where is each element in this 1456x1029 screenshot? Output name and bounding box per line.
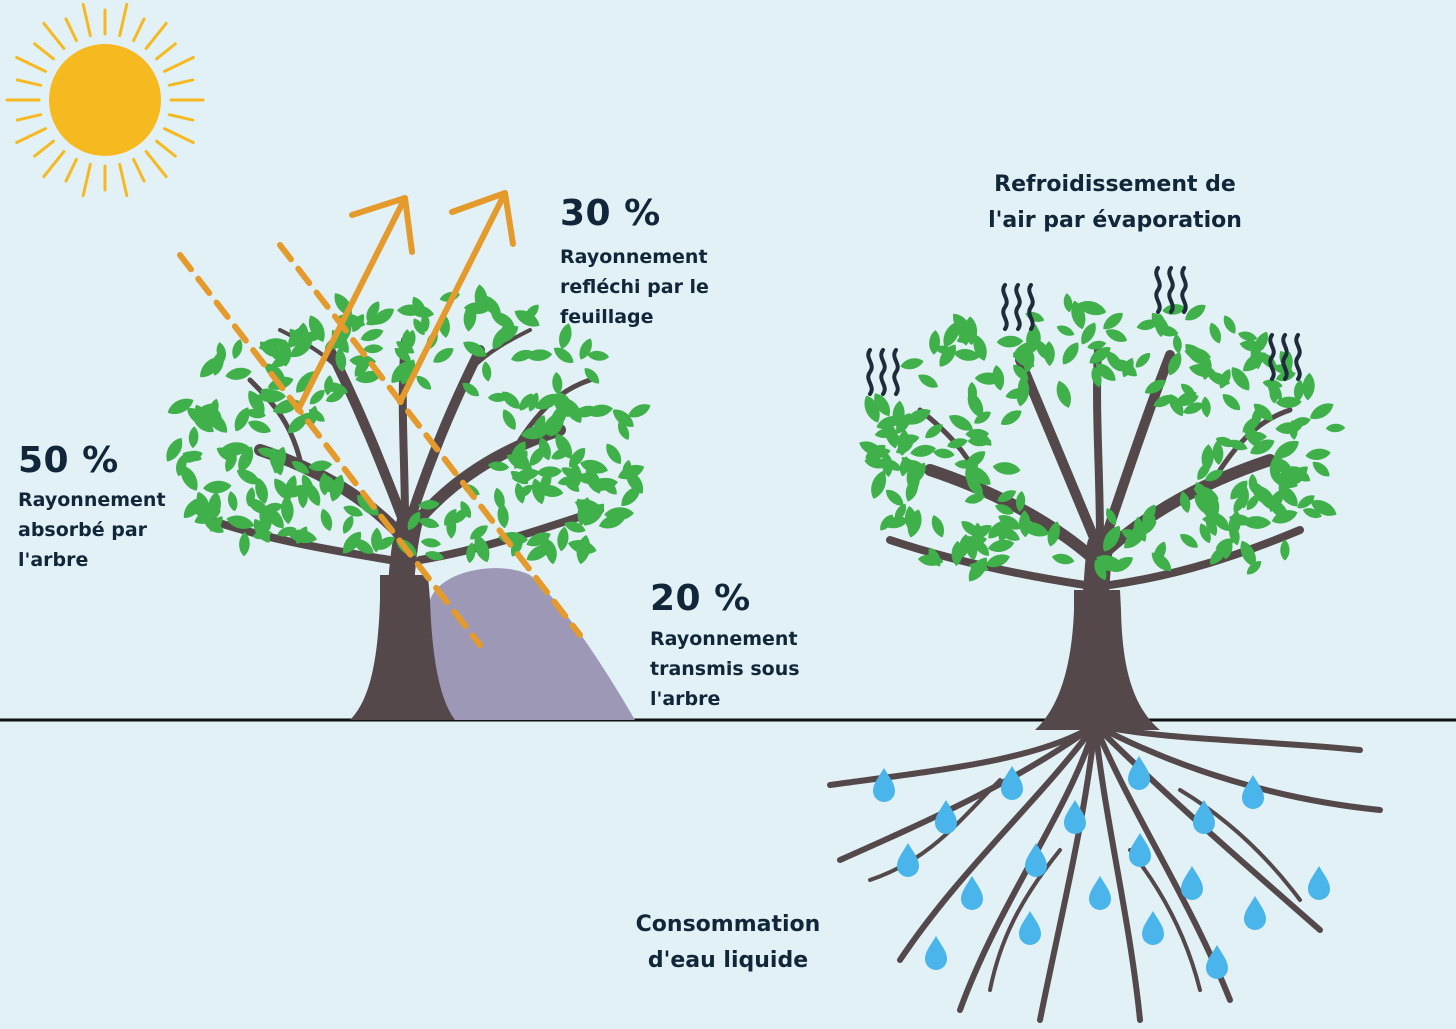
sun-ray bbox=[81, 162, 92, 198]
sun-ray bbox=[155, 139, 177, 158]
vapor-line bbox=[1180, 266, 1188, 314]
transmitted-line: Rayonnement bbox=[650, 628, 798, 650]
root bbox=[827, 722, 1098, 788]
root bbox=[837, 722, 1098, 863]
sun-ray bbox=[33, 42, 55, 61]
left-tree bbox=[162, 283, 653, 720]
sun-ray bbox=[64, 157, 78, 183]
tree-shadow bbox=[430, 568, 635, 720]
transmitted-description: Rayonnement transmis sous l'arbre bbox=[650, 624, 800, 714]
reflected-line: feuillage bbox=[560, 306, 654, 328]
left-tree-trunk bbox=[350, 575, 455, 720]
sun-ray bbox=[118, 2, 129, 38]
vapor-wave-icon bbox=[1268, 333, 1302, 381]
right-tree-trunk bbox=[1035, 590, 1160, 730]
ray-absorbed bbox=[177, 252, 483, 648]
vapor-line bbox=[1001, 283, 1009, 331]
root bbox=[1092, 722, 1383, 813]
vapor-wave-icon bbox=[866, 348, 900, 396]
sun-ray bbox=[167, 113, 195, 122]
root bbox=[1128, 848, 1202, 992]
root bbox=[1092, 722, 1143, 1023]
cooling-heading: Refroidissement de l'air par évaporation bbox=[950, 167, 1280, 239]
absorbed-description: Rayonnement absorbé par l'arbre bbox=[18, 485, 166, 575]
water-line: Consommation bbox=[635, 912, 821, 937]
vapor-line bbox=[1294, 333, 1302, 381]
absorbed-line: absorbé par bbox=[18, 519, 148, 541]
sun-ray bbox=[15, 78, 43, 87]
reflected-line: refléchi par le bbox=[560, 276, 709, 298]
sun-ray bbox=[144, 150, 168, 179]
sun-ray bbox=[81, 2, 92, 38]
root bbox=[897, 722, 1098, 963]
sun-ray bbox=[15, 127, 48, 145]
sun-ray bbox=[42, 150, 66, 179]
sun-ray bbox=[155, 42, 177, 61]
vapor-line bbox=[866, 348, 874, 396]
arrow-up-right-icon bbox=[295, 195, 415, 413]
water-line: d'eau liquide bbox=[647, 948, 809, 973]
vapor-line bbox=[1154, 266, 1162, 314]
sun-disc bbox=[49, 44, 161, 156]
sun-ray bbox=[132, 17, 146, 43]
radiation-rays bbox=[177, 242, 583, 648]
sun-ray bbox=[162, 127, 195, 145]
reflected-line: Rayonnement bbox=[560, 246, 708, 268]
sun-ray bbox=[118, 162, 129, 198]
reflected-percent: 30 % bbox=[560, 193, 661, 234]
vapor-wave-icon bbox=[1001, 283, 1035, 331]
vapor-line bbox=[879, 348, 887, 396]
absorbed-line: Rayonnement bbox=[18, 489, 166, 511]
cooling-line: l'air par évaporation bbox=[988, 208, 1242, 233]
arrow-up-right-icon bbox=[397, 190, 516, 405]
vapor-line bbox=[1167, 266, 1175, 314]
vapor-group bbox=[866, 266, 1302, 396]
vapor-line bbox=[1027, 283, 1035, 331]
right-tree bbox=[827, 266, 1383, 1023]
sun-ray bbox=[162, 55, 195, 73]
vapor-line bbox=[1014, 283, 1022, 331]
sun-icon bbox=[5, 2, 205, 198]
sun-ray bbox=[64, 17, 78, 43]
sun-ray bbox=[167, 78, 195, 87]
water-heading: Consommation d'eau liquide bbox=[618, 907, 838, 979]
sun-ray bbox=[15, 113, 43, 122]
vapor-line bbox=[1268, 333, 1276, 381]
transmitted-line: transmis sous bbox=[650, 658, 800, 680]
transmitted-line: l'arbre bbox=[650, 688, 721, 710]
vapor-line bbox=[892, 348, 900, 396]
sun-ray bbox=[144, 21, 168, 50]
reflected-arrows bbox=[295, 190, 516, 413]
sun-ray bbox=[42, 21, 66, 50]
absorbed-percent: 50 % bbox=[18, 440, 119, 481]
root bbox=[1037, 722, 1098, 1023]
root bbox=[868, 778, 1002, 882]
reflected-description: Rayonnement refléchi par le feuillage bbox=[560, 242, 709, 332]
vapor-line bbox=[1281, 333, 1289, 381]
transmitted-percent: 20 % bbox=[650, 578, 751, 619]
cooling-line: Refroidissement de bbox=[994, 172, 1236, 197]
absorbed-line: l'arbre bbox=[18, 549, 89, 571]
root bbox=[988, 848, 1062, 992]
vapor-wave-icon bbox=[1154, 266, 1188, 314]
sun-ray bbox=[15, 55, 48, 73]
sun-ray bbox=[33, 139, 55, 158]
root bbox=[1092, 722, 1363, 753]
root bbox=[1178, 788, 1302, 902]
sun-ray bbox=[132, 157, 146, 183]
ray-transmitted bbox=[277, 242, 583, 638]
